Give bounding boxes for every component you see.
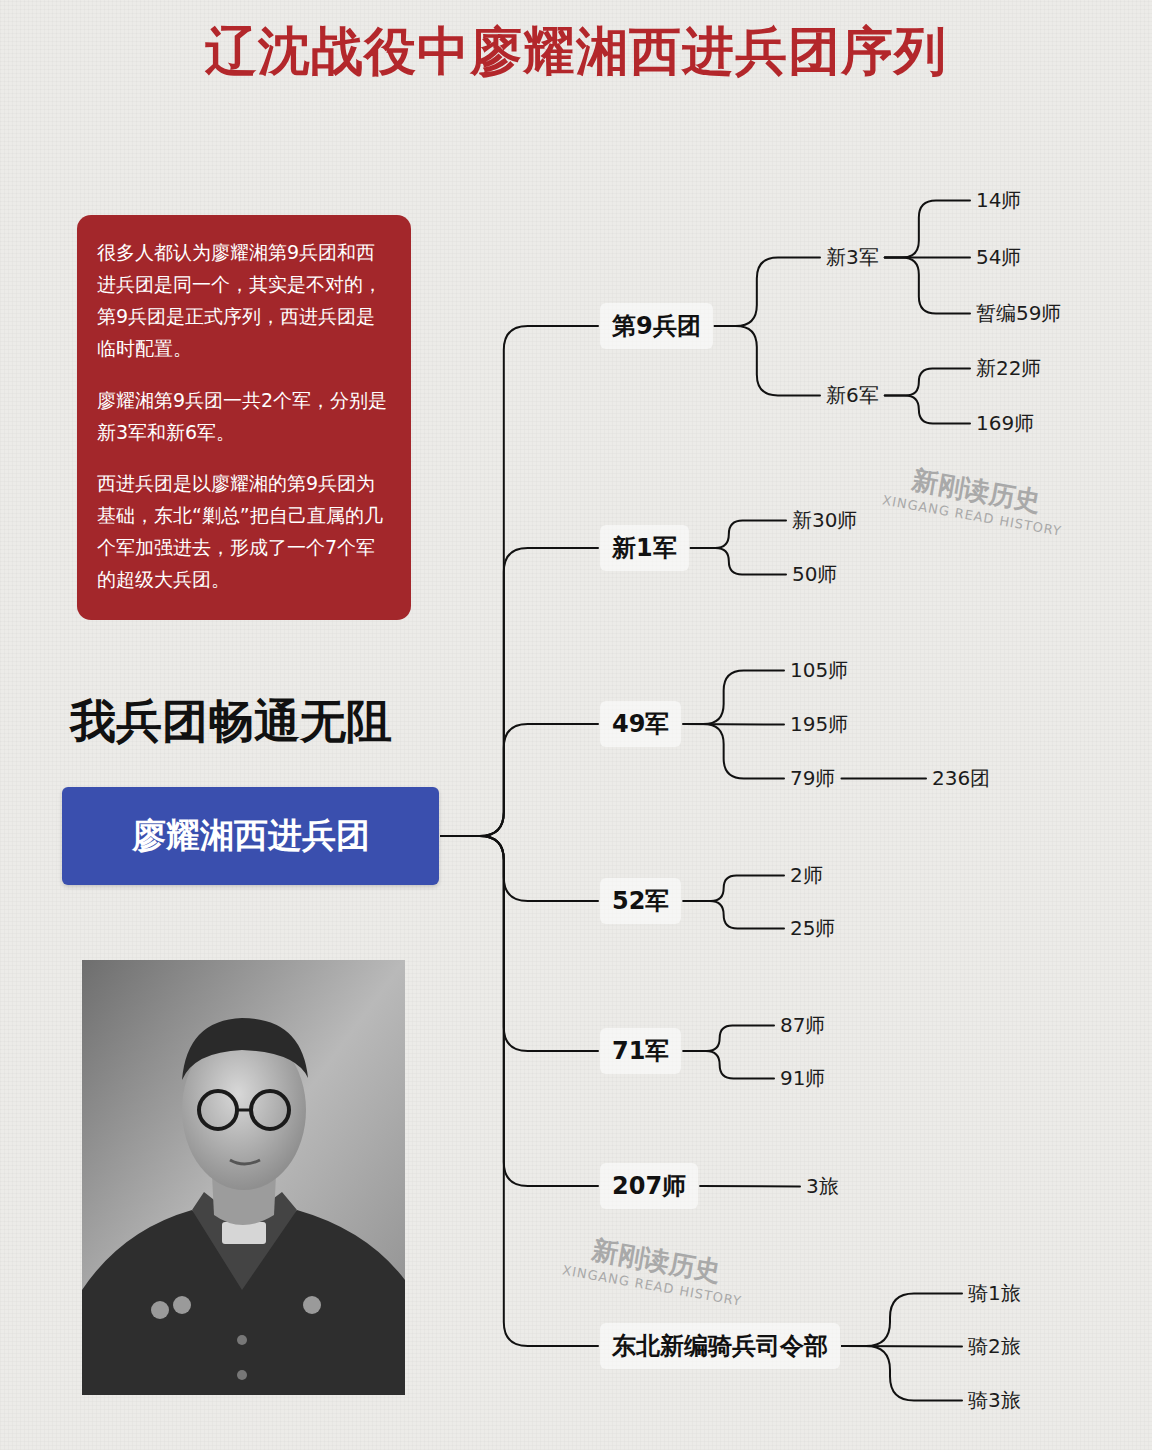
- unit-label: 新22师: [972, 353, 1045, 384]
- node-text: 新22师: [976, 355, 1041, 382]
- note-box: 很多人都认为廖耀湘第9兵团和西进兵团是同一个，其实是不对的，第9兵团是正式序列，…: [77, 215, 411, 620]
- tree-connector: [885, 396, 970, 424]
- tree-connector: [683, 724, 784, 779]
- unit-label: 236团: [928, 763, 994, 794]
- unit-label: 50师: [788, 559, 841, 590]
- tree-connector: [683, 901, 784, 929]
- unit-label: 新30师: [788, 505, 861, 536]
- unit-box: 新1军: [600, 525, 689, 571]
- unit-label: 14师: [972, 185, 1025, 216]
- unit-box: 52军: [600, 878, 681, 924]
- node-text: 暂编59师: [976, 300, 1061, 327]
- node-text: 3旅: [806, 1173, 839, 1200]
- node-text: 87师: [780, 1012, 825, 1039]
- node-text: 廖耀湘第9兵团一共2个军，分别是新3军和新6军。: [97, 385, 393, 449]
- tree-connector: [441, 724, 598, 836]
- tree-connector: [683, 671, 784, 725]
- node-text: 71军: [612, 1035, 669, 1067]
- unit-label: 54师: [972, 242, 1025, 273]
- node-text: 169师: [976, 410, 1034, 437]
- tree-connector: [691, 548, 786, 575]
- tree-connector: [885, 369, 970, 396]
- node-text: 14师: [976, 187, 1021, 214]
- node-text: 新3军: [826, 244, 879, 271]
- unit-label: 169师: [972, 408, 1038, 439]
- tree-connector: [691, 521, 786, 549]
- tree-connector: [441, 836, 598, 1186]
- tree-connector: [700, 1186, 800, 1188]
- tree-connector: [441, 548, 598, 836]
- tree-connector: [842, 1294, 962, 1347]
- unit-box: 49军: [600, 701, 681, 747]
- slogan-text: 我兵团畅通无阻: [70, 691, 392, 753]
- node-text: 50师: [792, 561, 837, 588]
- node-text: 207师: [612, 1170, 686, 1202]
- node-text: 第9兵团: [612, 310, 701, 342]
- tree-connector: [441, 836, 598, 1051]
- unit-label: 3旅: [802, 1171, 843, 1202]
- unit-box: 第9兵团: [600, 303, 713, 349]
- unit-box: 71军: [600, 1028, 681, 1074]
- node-text: 91师: [780, 1065, 825, 1092]
- tree-connector: [885, 258, 970, 314]
- node-text: 新1军: [612, 532, 677, 564]
- tree-connector: [715, 326, 820, 396]
- tree-connector: [841, 778, 926, 779]
- node-text: 骑2旅: [968, 1333, 1021, 1360]
- tree-connector: [683, 876, 784, 902]
- tree-connector: [441, 326, 598, 836]
- portrait-photo: [82, 960, 405, 1395]
- diagram-title: 辽沈战役中廖耀湘西进兵团序列: [0, 20, 1152, 82]
- node-text: 54师: [976, 244, 1021, 271]
- node-text: 105师: [790, 657, 848, 684]
- unit-box: 东北新编骑兵司令部: [600, 1323, 840, 1369]
- unit-label: 新6军: [822, 380, 883, 411]
- watermark: 新刚读历史XINGANG READ HISTORY: [881, 458, 1069, 539]
- tree-connector: [683, 1026, 774, 1052]
- node-text: 骑3旅: [968, 1387, 1021, 1414]
- node-text: 新6军: [826, 382, 879, 409]
- unit-label: 87师: [776, 1010, 829, 1041]
- tree-connector: [885, 201, 970, 258]
- unit-label: 新3军: [822, 242, 883, 273]
- node-text: 49军: [612, 708, 669, 740]
- unit-label: 骑3旅: [964, 1385, 1025, 1416]
- unit-label: 79师: [786, 763, 839, 794]
- unit-label: 91师: [776, 1063, 829, 1094]
- node-text: 东北新编骑兵司令部: [612, 1330, 828, 1362]
- watermark: 新刚读历史XINGANG READ HISTORY: [561, 1228, 749, 1309]
- unit-label: 骑2旅: [964, 1331, 1025, 1362]
- root-box: 廖耀湘西进兵团: [62, 787, 439, 885]
- node-text: 新30师: [792, 507, 857, 534]
- tree-connector: [441, 836, 598, 901]
- unit-label: 暂编59师: [972, 298, 1065, 329]
- unit-label: 2师: [786, 860, 827, 891]
- unit-label: 25师: [786, 913, 839, 944]
- unit-box: 207师: [600, 1163, 698, 1209]
- tree-connector: [715, 258, 820, 327]
- unit-label: 195师: [786, 709, 852, 740]
- node-text: 236团: [932, 765, 990, 792]
- node-text: 廖耀湘西进兵团: [132, 813, 370, 859]
- node-text: 骑1旅: [968, 1280, 1021, 1307]
- node-text: 79师: [790, 765, 835, 792]
- slogan-text-text: 我兵团畅通无阻: [70, 694, 392, 748]
- tree-connector: [683, 1051, 774, 1079]
- unit-label: 105师: [786, 655, 852, 686]
- unit-label: 骑1旅: [964, 1278, 1025, 1309]
- node-text: 52军: [612, 885, 669, 917]
- node-text: 2师: [790, 862, 823, 889]
- tree-connector: [842, 1346, 962, 1401]
- node-text: 195师: [790, 711, 848, 738]
- node-text: 25师: [790, 915, 835, 942]
- node-text: 很多人都认为廖耀湘第9兵团和西进兵团是同一个，其实是不对的，第9兵团是正式序列，…: [97, 237, 393, 365]
- node-text: 西进兵团是以廖耀湘的第9兵团为基础，东北“剿总”把自己直属的几个军加强进去，形成…: [97, 468, 393, 596]
